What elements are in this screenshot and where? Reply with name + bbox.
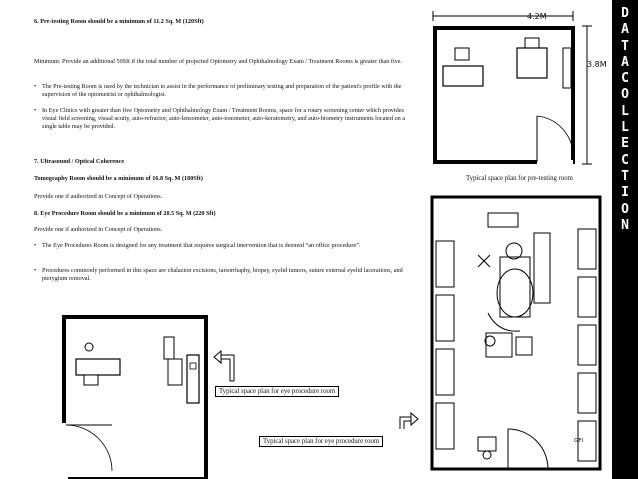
eye-bullet-1: • The Eye Procedures Room is designed fo… — [34, 242, 412, 250]
ultrasound-heading-line-1: 7. Ultrasound / Optical Coherence — [34, 158, 125, 165]
eye-bullet-2: • Procedures commonly performed in this … — [34, 267, 412, 283]
dimension-depth-label: 3.8M — [587, 60, 607, 69]
bullet-icon: • — [34, 83, 37, 90]
ultrasound-provide-text: Provide one if authorized in Concept of … — [34, 193, 163, 200]
eye-procedure-provide-text: Provide one if authorized in Concept of … — [34, 226, 163, 233]
sidebar-letter: L — [621, 120, 629, 136]
sidebar-letter: C — [621, 152, 629, 168]
eye-procedure-plan-caption-small: Typical space plan for eye procedure roo… — [215, 386, 340, 397]
eye-procedure-plan-small — [60, 315, 208, 479]
pretest-bullet-2-text: In Eye Clinics with greater than five Op… — [42, 107, 406, 131]
sidebar-letter: D — [621, 6, 629, 21]
pretest-room-plan — [432, 11, 592, 166]
sidebar-letter: E — [621, 136, 629, 152]
sidebar-letter: C — [621, 71, 629, 87]
pretest-bullet-2: • In Eye Clinics with greater than five … — [34, 107, 412, 132]
bullet-icon: • — [34, 107, 37, 114]
sidebar-letter: A — [621, 54, 629, 70]
sidebar-letter: T — [621, 38, 629, 54]
arrow-icon — [399, 411, 419, 429]
pretest-bullet-1-text: The Pre-testing Room is used by the tech… — [42, 83, 402, 99]
bullet-icon: • — [34, 242, 37, 249]
sidebar-letter: N — [621, 217, 629, 233]
pretest-plan-caption: Typical space plan for pre-testing room — [466, 175, 573, 182]
sidebar-letter: I — [621, 185, 629, 201]
sidebar-letter: O — [621, 87, 629, 103]
bullet-icon: • — [34, 267, 37, 274]
sidebar-letter: A — [621, 22, 629, 38]
eye-bullet-2-text: Procedures commonly performed in this sp… — [42, 267, 403, 283]
eye-procedure-plan-large — [430, 195, 602, 471]
eye-bullet-1-text: The Eye Procedures Room is designed for … — [42, 242, 361, 249]
sidebar-letter: L — [621, 103, 629, 119]
dimension-width-label: 4.2M — [527, 12, 547, 21]
eye-procedure-plan-caption-large: Typical space plan for eye procedure roo… — [259, 436, 384, 447]
sidebar-letter: T — [621, 168, 629, 184]
gfi-label: GFI — [574, 438, 584, 444]
pretest-bullet-1: • The Pre-testing Room is used by the te… — [34, 83, 412, 99]
ultrasound-heading-line-2: Tomography Room should be a minimum of 1… — [34, 175, 203, 182]
pretest-minimum-text: Minimum: Provide an additional 50Sft if … — [34, 58, 403, 65]
arrow-icon — [213, 349, 235, 382]
sidebar-letter: O — [621, 201, 629, 217]
pretest-heading: 6. Pre-testing Room should be a minimum … — [34, 18, 204, 25]
eye-procedure-heading: 8. Eye Procedure Room should be a minimu… — [34, 210, 216, 217]
